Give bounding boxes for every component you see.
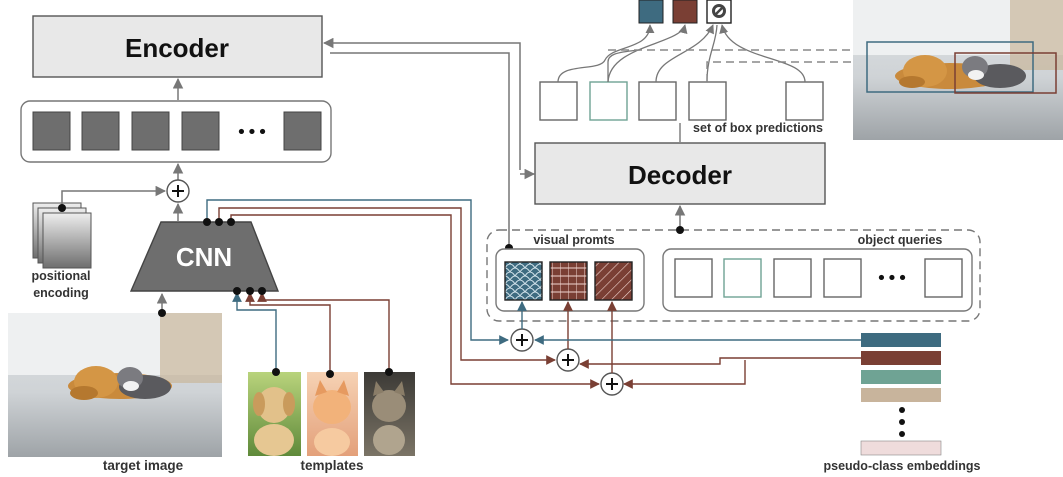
feature-sequence: ••• bbox=[20, 100, 332, 163]
decoder-label: Decoder bbox=[628, 160, 732, 190]
template-tabby bbox=[364, 372, 415, 456]
decoder-block: Decoder bbox=[534, 142, 826, 205]
template-puppy bbox=[248, 372, 301, 456]
template-kitten bbox=[307, 372, 358, 456]
target-image bbox=[8, 313, 222, 457]
query-container bbox=[486, 229, 981, 322]
cnn-block: CNN bbox=[129, 221, 280, 292]
class-output-brown bbox=[672, 0, 698, 24]
cnn-label: CNN bbox=[176, 242, 232, 272]
visual-prompts-group bbox=[495, 248, 645, 312]
positional-encoding-label-2: encoding bbox=[33, 286, 89, 300]
plus-icon-encoder bbox=[166, 179, 190, 203]
encoder-label: Encoder bbox=[125, 33, 229, 63]
object-queries-label: object queries bbox=[858, 233, 943, 247]
class-output-blue bbox=[638, 0, 664, 24]
target-image-label: target image bbox=[103, 458, 184, 473]
pseudo-class-embeddings-label: pseudo-class embeddings bbox=[824, 459, 981, 473]
output-image bbox=[853, 0, 1063, 140]
plus-icon-1 bbox=[510, 328, 534, 352]
box-predictions bbox=[539, 81, 824, 121]
positional-encoding-stack bbox=[32, 202, 92, 269]
no-object-icon bbox=[706, 0, 732, 24]
templates-label: templates bbox=[300, 458, 363, 473]
feature-ellipsis: ••• bbox=[236, 122, 268, 143]
box-predictions-label: set of box predictions bbox=[693, 121, 823, 135]
positional-encoding-label-1: positional bbox=[31, 269, 90, 283]
visual-prompts-label: visual promts bbox=[533, 233, 614, 247]
object-queries-group: ••• bbox=[662, 248, 973, 312]
plus-icon-2 bbox=[556, 348, 580, 372]
plus-icon-3 bbox=[600, 372, 624, 396]
pseudo-class-embeddings bbox=[860, 333, 942, 456]
queries-ellipsis: ••• bbox=[876, 268, 908, 289]
encoder-block: Encoder bbox=[32, 15, 323, 78]
